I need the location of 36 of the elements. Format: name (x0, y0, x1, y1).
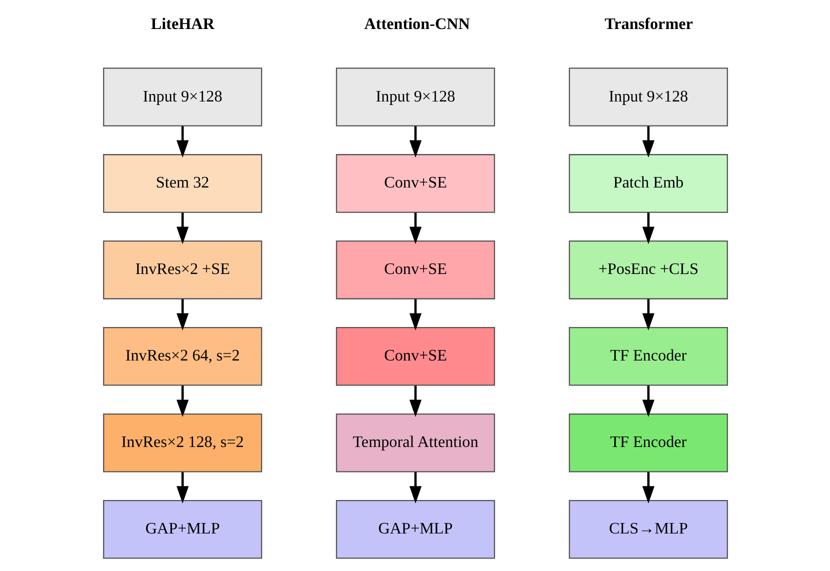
arrow (176, 386, 188, 418)
arrow (642, 212, 654, 244)
node-box: Input 9×128 (102, 68, 262, 126)
node-box: Patch Emb (568, 154, 728, 213)
node-box: GAP+MLP (102, 500, 262, 559)
node-box: InvRes×2 64, s=2 (102, 327, 262, 386)
arrow (176, 472, 188, 504)
node-box: CLS→MLP (568, 500, 728, 559)
arrow (642, 386, 654, 418)
node-box: Conv+SE (335, 240, 495, 300)
node-box: Temporal Attention (335, 413, 495, 472)
arrow (642, 299, 654, 331)
node-box: GAP+MLP (335, 500, 495, 559)
node-box: TF Encoder (568, 413, 728, 472)
arrow (408, 472, 422, 504)
arrow (408, 212, 422, 244)
label: Transformer (604, 16, 692, 34)
arrow (408, 126, 422, 158)
node-box: Conv+SE (335, 154, 495, 213)
arrow (176, 212, 188, 244)
arrow (642, 472, 654, 504)
node-box: Conv+SE (335, 327, 495, 386)
arrow (642, 126, 654, 158)
node-box: InvRes×2 128, s=2 (102, 413, 262, 472)
arrow (408, 386, 422, 418)
arrow (176, 299, 188, 331)
node-box: TF Encoder (568, 327, 728, 386)
label: Attention-CNN (364, 16, 470, 34)
node-box: Input 9×128 (335, 68, 495, 126)
node-box: InvRes×2 +SE (102, 240, 262, 300)
node-box: +PosEnc +CLS (568, 240, 728, 300)
arrow (176, 126, 188, 158)
label: LiteHAR (150, 16, 214, 34)
node-box: Input 9×128 (568, 68, 728, 126)
node-box: Stem 32 (102, 154, 262, 213)
arrow (408, 299, 422, 331)
